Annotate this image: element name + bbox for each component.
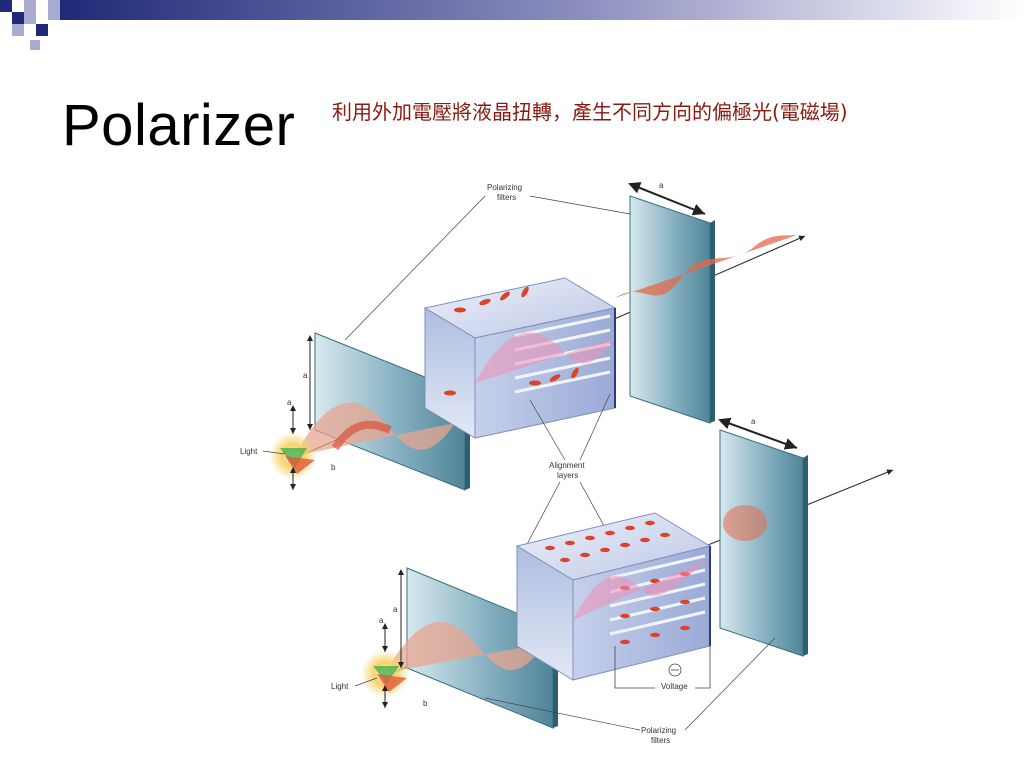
axis-label-b-light-top: b [331,463,336,472]
axis-label-a-right-top: a [659,181,664,190]
axis-label-a-light-bottom: a [379,616,384,625]
light-label-top: Light [240,447,258,456]
light-source-top [269,432,317,480]
axis-label-a-right-bottom: a [751,417,756,426]
slide-subtitle: 利用外加電壓將液晶扭轉，產生不同方向的偏極光(電磁場) [332,100,848,124]
polarizing-filters-label-bottom-line1: Polarizing [641,726,676,735]
top-assembly: a a a b Light Polarizing filters [240,181,806,491]
liquid-crystal-cell-top [423,277,617,439]
slide-title: Polarizer [62,93,296,158]
light-source-bottom [361,650,409,698]
liquid-crystal-cell-bottom [515,512,712,681]
voltage-circuit [614,646,711,689]
wave-incoming-bottom [385,621,545,673]
axis-label-b-light-bottom: b [423,699,428,708]
polarizing-filters-label-top-line2: filters [497,193,516,202]
axis-label-a-left-bottom: a [393,605,398,614]
alignment-layers-label-line2: layers [557,471,578,480]
axis-label-a-left-top: a [303,371,308,380]
wave-outgoing-top [615,234,800,298]
polarizing-filters-label-bottom-line2: filters [651,736,670,745]
polarizing-filters-label-top-line1: Polarizing [487,183,522,192]
polarizing-filter-right-bottom [719,429,808,657]
alignment-layers-label-line1: Alignment [549,461,585,470]
light-label-bottom: Light [331,682,349,691]
axis-label-a-light-top: a [287,398,292,407]
aligned-molecules [545,520,690,645]
lcd-polarizer-diagram: a a a b Light Polarizing filters Alignme… [185,168,941,753]
bottom-assembly: Voltage a a a b Light Polarizing filters [331,417,894,745]
header-decoration [0,0,1024,60]
voltage-label: Voltage [661,682,688,691]
polarizing-filter-right-top [629,195,715,424]
blocked-wave-bottom [723,505,767,541]
